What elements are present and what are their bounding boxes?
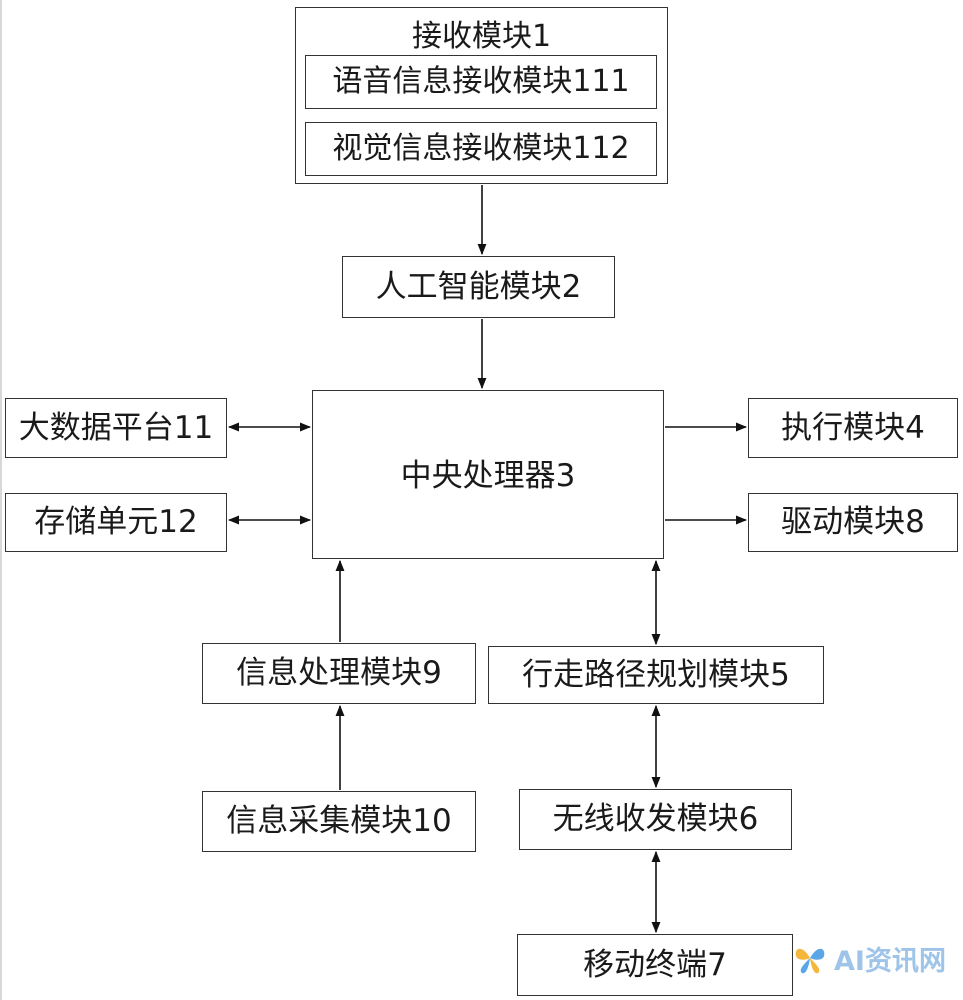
- central-processor-box: 中央处理器3: [312, 390, 664, 559]
- watermark: AI资讯网: [792, 937, 948, 979]
- mobile-terminal-box: 移动终端7: [517, 934, 793, 996]
- butterfly-logo-icon: [795, 948, 825, 974]
- info-processing-module-box: 信息处理模块9: [202, 643, 476, 704]
- path-planning-module-box: 行走路径规划模块5: [488, 646, 824, 704]
- watermark-text: AI资讯网: [834, 945, 946, 977]
- wireless-module-box: 无线收发模块6: [519, 789, 792, 850]
- visual-receive-module-box: 视觉信息接收模块112: [305, 122, 657, 176]
- receive-module-box: 接收模块1 语音信息接收模块111 视觉信息接收模块112: [295, 7, 668, 184]
- receive-module-label: 接收模块1: [411, 19, 552, 54]
- voice-receive-module-box: 语音信息接收模块111: [305, 55, 657, 109]
- ai-module-box: 人工智能模块2: [342, 256, 615, 318]
- info-collection-module-box: 信息采集模块10: [202, 791, 476, 852]
- central-processor-label: 中央处理器3: [400, 458, 576, 494]
- execution-module-box: 执行模块4: [748, 398, 958, 458]
- scan-edge: [0, 0, 2, 1000]
- storage-unit-box: 存储单元12: [5, 493, 227, 552]
- drive-module-box: 驱动模块8: [748, 493, 958, 552]
- big-data-platform-box: 大数据平台11: [5, 398, 227, 458]
